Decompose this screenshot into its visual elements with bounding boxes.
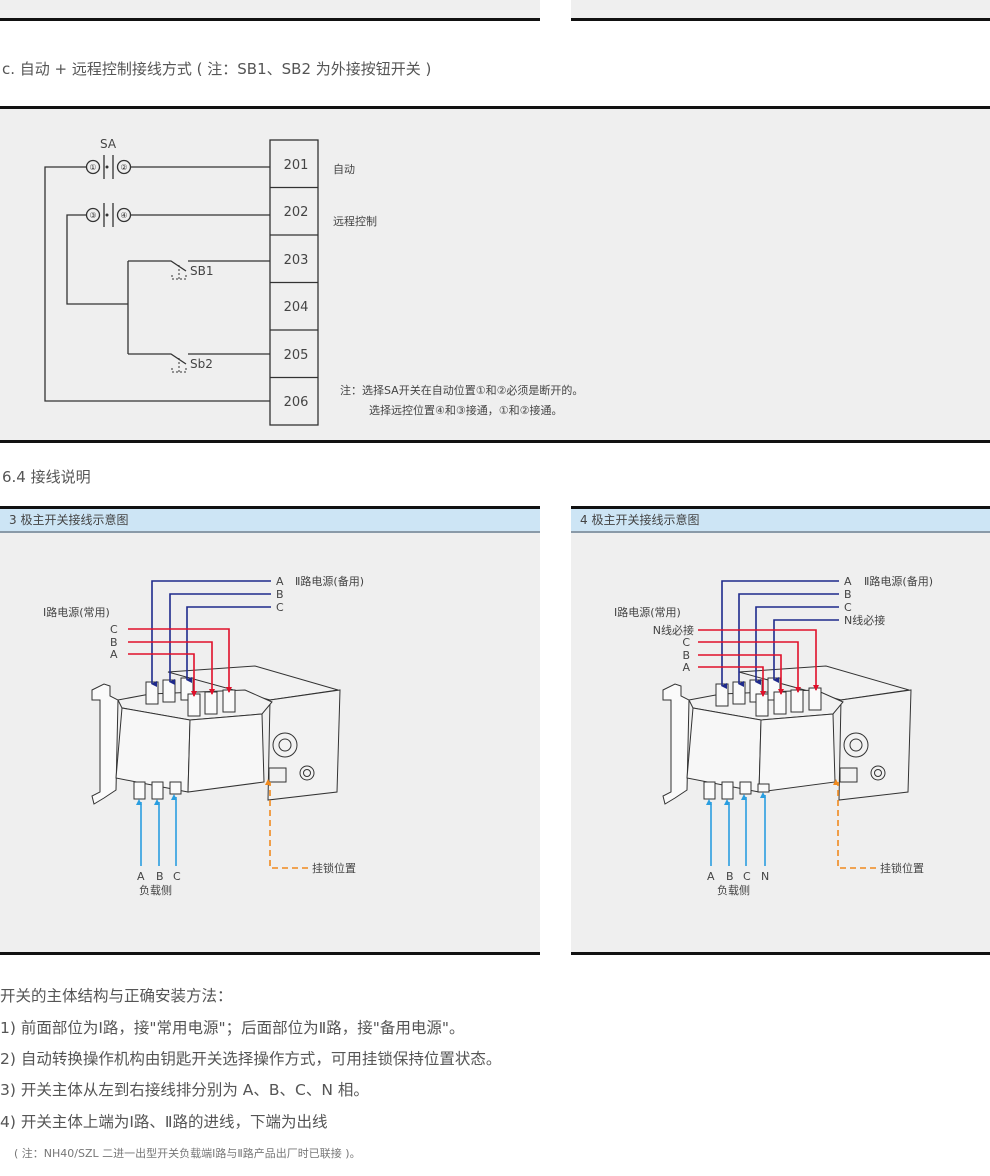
lock-pointer xyxy=(265,779,308,869)
instruction-2: 2) 自动转换操作机构由钥匙开关选择操作方式，可用挂锁保持位置状态。 xyxy=(0,1050,502,1068)
instruction-4: 4) 开关主体上端为Ⅰ路、Ⅱ路的进线，下端为出线 xyxy=(0,1113,328,1131)
section-64-title: 6.4 接线说明 xyxy=(2,468,91,486)
terminal-204: 204 xyxy=(284,300,309,315)
wire-202 xyxy=(66,214,270,305)
previous-panel-right xyxy=(571,0,990,21)
label4-source2-n: N线必接 xyxy=(844,613,885,627)
label-remote: 远程控制 xyxy=(333,214,377,228)
control-wiring-diagram: ① ② ③ ④ SA SB1 Sb2 201 202 203 204 205 2… xyxy=(44,137,583,426)
control-wiring-panel: ① ② ③ ④ SA SB1 Sb2 201 202 203 204 205 2… xyxy=(0,106,990,443)
wire-source1-c xyxy=(128,628,232,693)
label-load-c: C xyxy=(173,870,181,883)
label-lock: 挂锁位置 xyxy=(312,861,356,875)
wire-source2-c xyxy=(186,606,271,683)
label-source2-b: B xyxy=(276,588,284,601)
wire4-source2-b xyxy=(738,593,839,687)
wire4-source1-b xyxy=(698,654,784,695)
instructions-heading: 开关的主体结构与正确安装方法： xyxy=(0,987,233,1005)
label-load-b: B xyxy=(156,870,164,883)
contact-2 xyxy=(116,159,132,175)
sb2-label: Sb2 xyxy=(190,357,213,371)
wire-source2-a xyxy=(151,580,271,687)
previous-panel-left xyxy=(0,0,540,21)
diagram-4pole-title: 4 极主开关接线示意图 xyxy=(571,509,990,533)
label4-load-c: C xyxy=(743,870,751,883)
label4-source2: Ⅱ路电源(备用) xyxy=(864,574,933,588)
instruction-3: 3) 开关主体从左到右接线排分别为 A、B、C、N 相。 xyxy=(0,1081,369,1099)
label-load: 负载侧 xyxy=(139,883,172,897)
switch-3pole-drawing xyxy=(91,665,341,805)
label4-source1-b: B xyxy=(682,649,690,662)
sb1-label: SB1 xyxy=(190,264,213,278)
contact-3-label: ③ xyxy=(89,211,96,220)
label-source1-a: A xyxy=(110,648,118,661)
instruction-1: 1) 前面部位为Ⅰ路，接"常用电源"；后面部位为Ⅱ路，接"备用电源"。 xyxy=(0,1019,465,1037)
wire-source2-b xyxy=(169,593,271,685)
wire4-source1-n xyxy=(698,629,819,691)
wire-source1-a xyxy=(128,653,197,697)
wire4-source2-c xyxy=(755,606,839,685)
terminal-203: 203 xyxy=(284,253,309,268)
terminal-205: 205 xyxy=(284,348,309,363)
wire-source1-b xyxy=(128,641,215,695)
wire4-source1-c xyxy=(698,641,801,693)
contact-4-label: ④ xyxy=(120,211,127,220)
instructions-note: ( 注：NH40/SZL 二进一出型开关负载端Ⅰ路与Ⅱ路产品出厂时已联接 )。 xyxy=(14,1147,361,1160)
label4-source1: Ⅰ路电源(常用) xyxy=(614,605,681,619)
circuit-note-1: 注：选择SA开关在自动位置①和②必须是断开的。 xyxy=(340,383,583,397)
label-source2-c: C xyxy=(276,601,284,614)
label-auto: 自动 xyxy=(333,163,355,176)
terminal-202: 202 xyxy=(284,205,309,220)
wire-201-206 xyxy=(44,166,270,402)
contact-1 xyxy=(85,159,101,175)
wire4-source2-n xyxy=(773,619,839,683)
label4-source1-a: A xyxy=(682,661,690,674)
sb2-switch xyxy=(128,353,270,365)
sa-label: SA xyxy=(100,137,117,151)
label4-load-a: A xyxy=(707,870,715,883)
label4-source2-a: A xyxy=(844,575,852,588)
label-source1: Ⅰ路电源(常用) xyxy=(43,605,110,619)
contact-2-label: ② xyxy=(120,163,127,172)
label-source2: Ⅱ路电源(备用) xyxy=(295,574,364,588)
label-source1-c: C xyxy=(110,623,118,636)
terminals-3pole xyxy=(133,677,236,800)
label4-source2-c: C xyxy=(844,601,852,614)
label4-source2-b: B xyxy=(844,588,852,601)
label4-source1-c: C xyxy=(682,636,690,649)
wire4-source2-a xyxy=(721,580,839,689)
sb1-switch xyxy=(128,260,270,272)
label4-load-n: N xyxy=(761,870,769,883)
terminal-206: 206 xyxy=(284,395,309,410)
contact-4 xyxy=(116,207,132,223)
switch-4pole-drawing xyxy=(662,665,912,805)
label4-load: 负载侧 xyxy=(717,883,750,897)
contact-3 xyxy=(85,207,101,223)
sa-contacts xyxy=(103,155,114,227)
label4-load-b: B xyxy=(726,870,734,883)
label-source1-b: B xyxy=(110,636,118,649)
label-load-a: A xyxy=(137,870,145,883)
circuit-note-2: 选择远控位置④和③接通，①和②接通。 xyxy=(369,403,562,417)
label4-source1-n: N线必接 xyxy=(653,623,694,637)
section-c-title: c. 自动 + 远程控制接线方式 ( 注：SB1、SB2 为外接按钮开关 ) xyxy=(2,60,432,78)
diagram-3pole-title: 3 极主开关接线示意图 xyxy=(0,509,540,533)
switch-diagrams: A B C Ⅱ路电源(备用) Ⅰ路电源(常用) C B A A B C 负载侧 … xyxy=(43,574,933,897)
terminal-201: 201 xyxy=(284,158,309,173)
contact-1-label: ① xyxy=(89,163,96,172)
label4-lock: 挂锁位置 xyxy=(880,861,924,875)
lock4-pointer xyxy=(833,779,876,869)
label-source2-a: A xyxy=(276,575,284,588)
wire4-source1-a xyxy=(698,666,766,697)
